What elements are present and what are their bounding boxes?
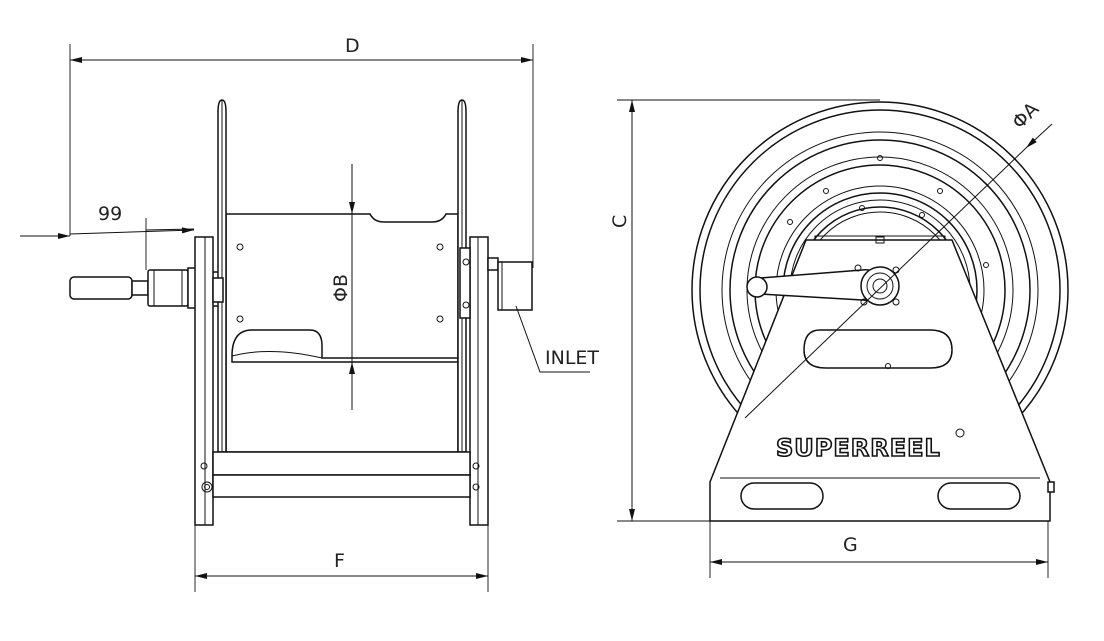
dimension-c-label: C [609,215,631,228]
inlet-label: INLET [545,347,599,369]
brand-name: SUPERREEL [776,434,941,462]
drum [225,213,459,453]
dimension-d: D [69,35,534,268]
brand-logo: SUPERREEL [775,428,965,463]
dimension-phi-b: ΦB [330,164,355,410]
inlet-callout: INLET [515,305,599,373]
dimension-99-label: 99 [98,203,122,225]
hubs [212,247,471,319]
dimension-c: C [609,99,880,522]
dimension-99: 99 [20,203,195,270]
dimension-f-label: F [334,550,345,572]
frame-base [212,451,471,498]
side-view: D 99 [20,35,599,592]
crank-arm [746,264,900,306]
right-frame [469,236,489,526]
front-frame [709,235,1055,522]
left-frame [194,236,214,526]
dimension-d-label: D [345,35,360,57]
dimension-g: G [709,521,1049,578]
dimension-g-label: G [843,534,858,556]
dimension-phi-a-label: ΦA [1008,98,1043,133]
inlet-fitting [487,257,533,311]
dimension-f: F [194,525,489,592]
dimension-phi-b-label: ΦB [330,274,352,302]
front-view: C [609,98,1069,578]
